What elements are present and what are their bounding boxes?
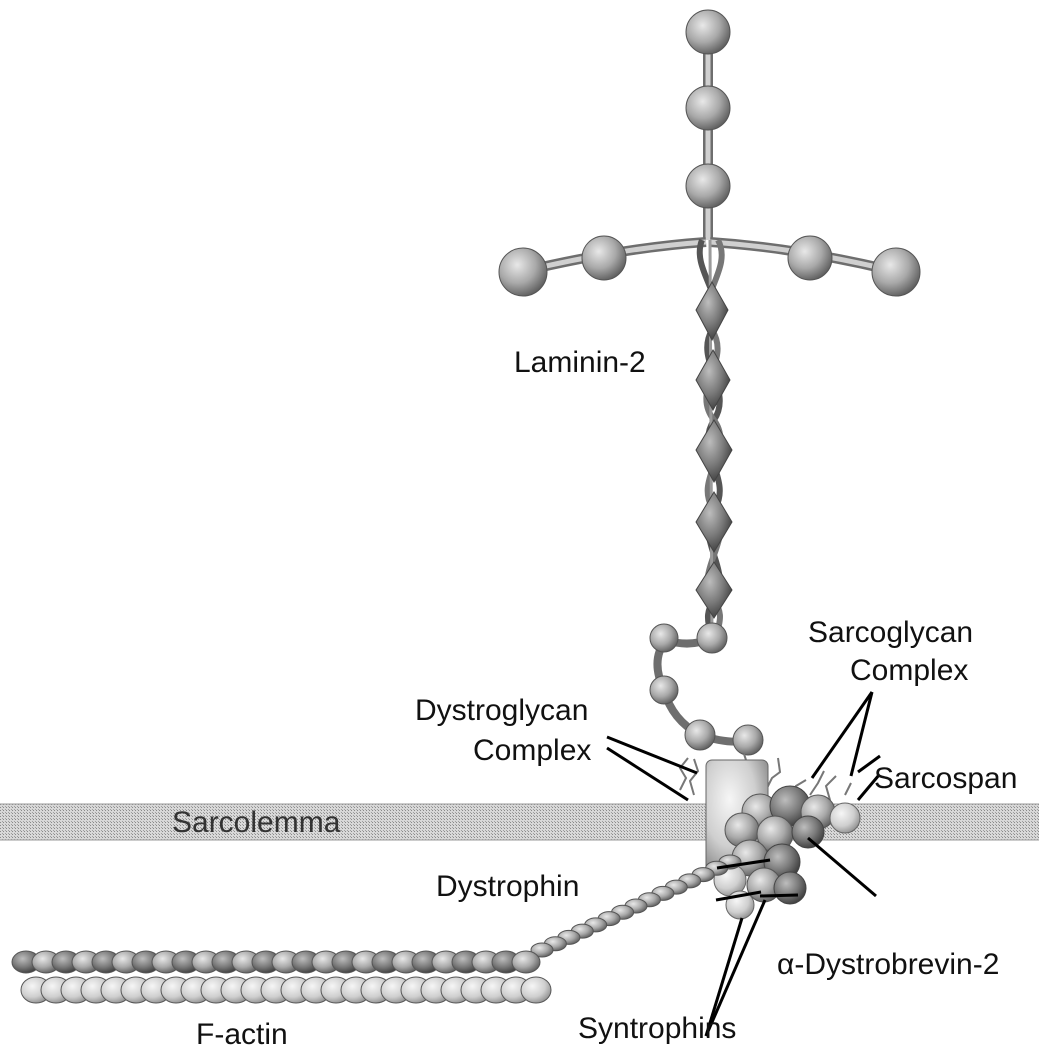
sarcolemma-membrane [0, 804, 1039, 840]
label-dystroglycan-line1: Dystroglycan [415, 694, 588, 727]
label-dystroglycan-line2: Complex [473, 734, 591, 767]
label-syntrophins: Syntrophins [578, 1012, 736, 1045]
label-sarcoglycan-line2: Complex [850, 654, 968, 687]
laminin-coiled-coil [696, 240, 732, 640]
label-alpha-dystrobrevin-2: α-Dystrobrevin-2 [777, 948, 999, 981]
label-sarcospan: Sarcospan [874, 762, 1017, 795]
label-sarcolemma: Sarcolemma [172, 806, 341, 839]
label-sarcoglycan-line1: Sarcoglycan [808, 616, 973, 649]
label-dystrophin: Dystrophin [436, 870, 579, 903]
f-actin-bead [512, 951, 540, 973]
label-laminin-2: Laminin-2 [514, 346, 646, 379]
f-actin-bead [521, 977, 551, 1003]
label-f-actin: F-actin [196, 1018, 288, 1051]
f-actin-filament [12, 951, 551, 1003]
